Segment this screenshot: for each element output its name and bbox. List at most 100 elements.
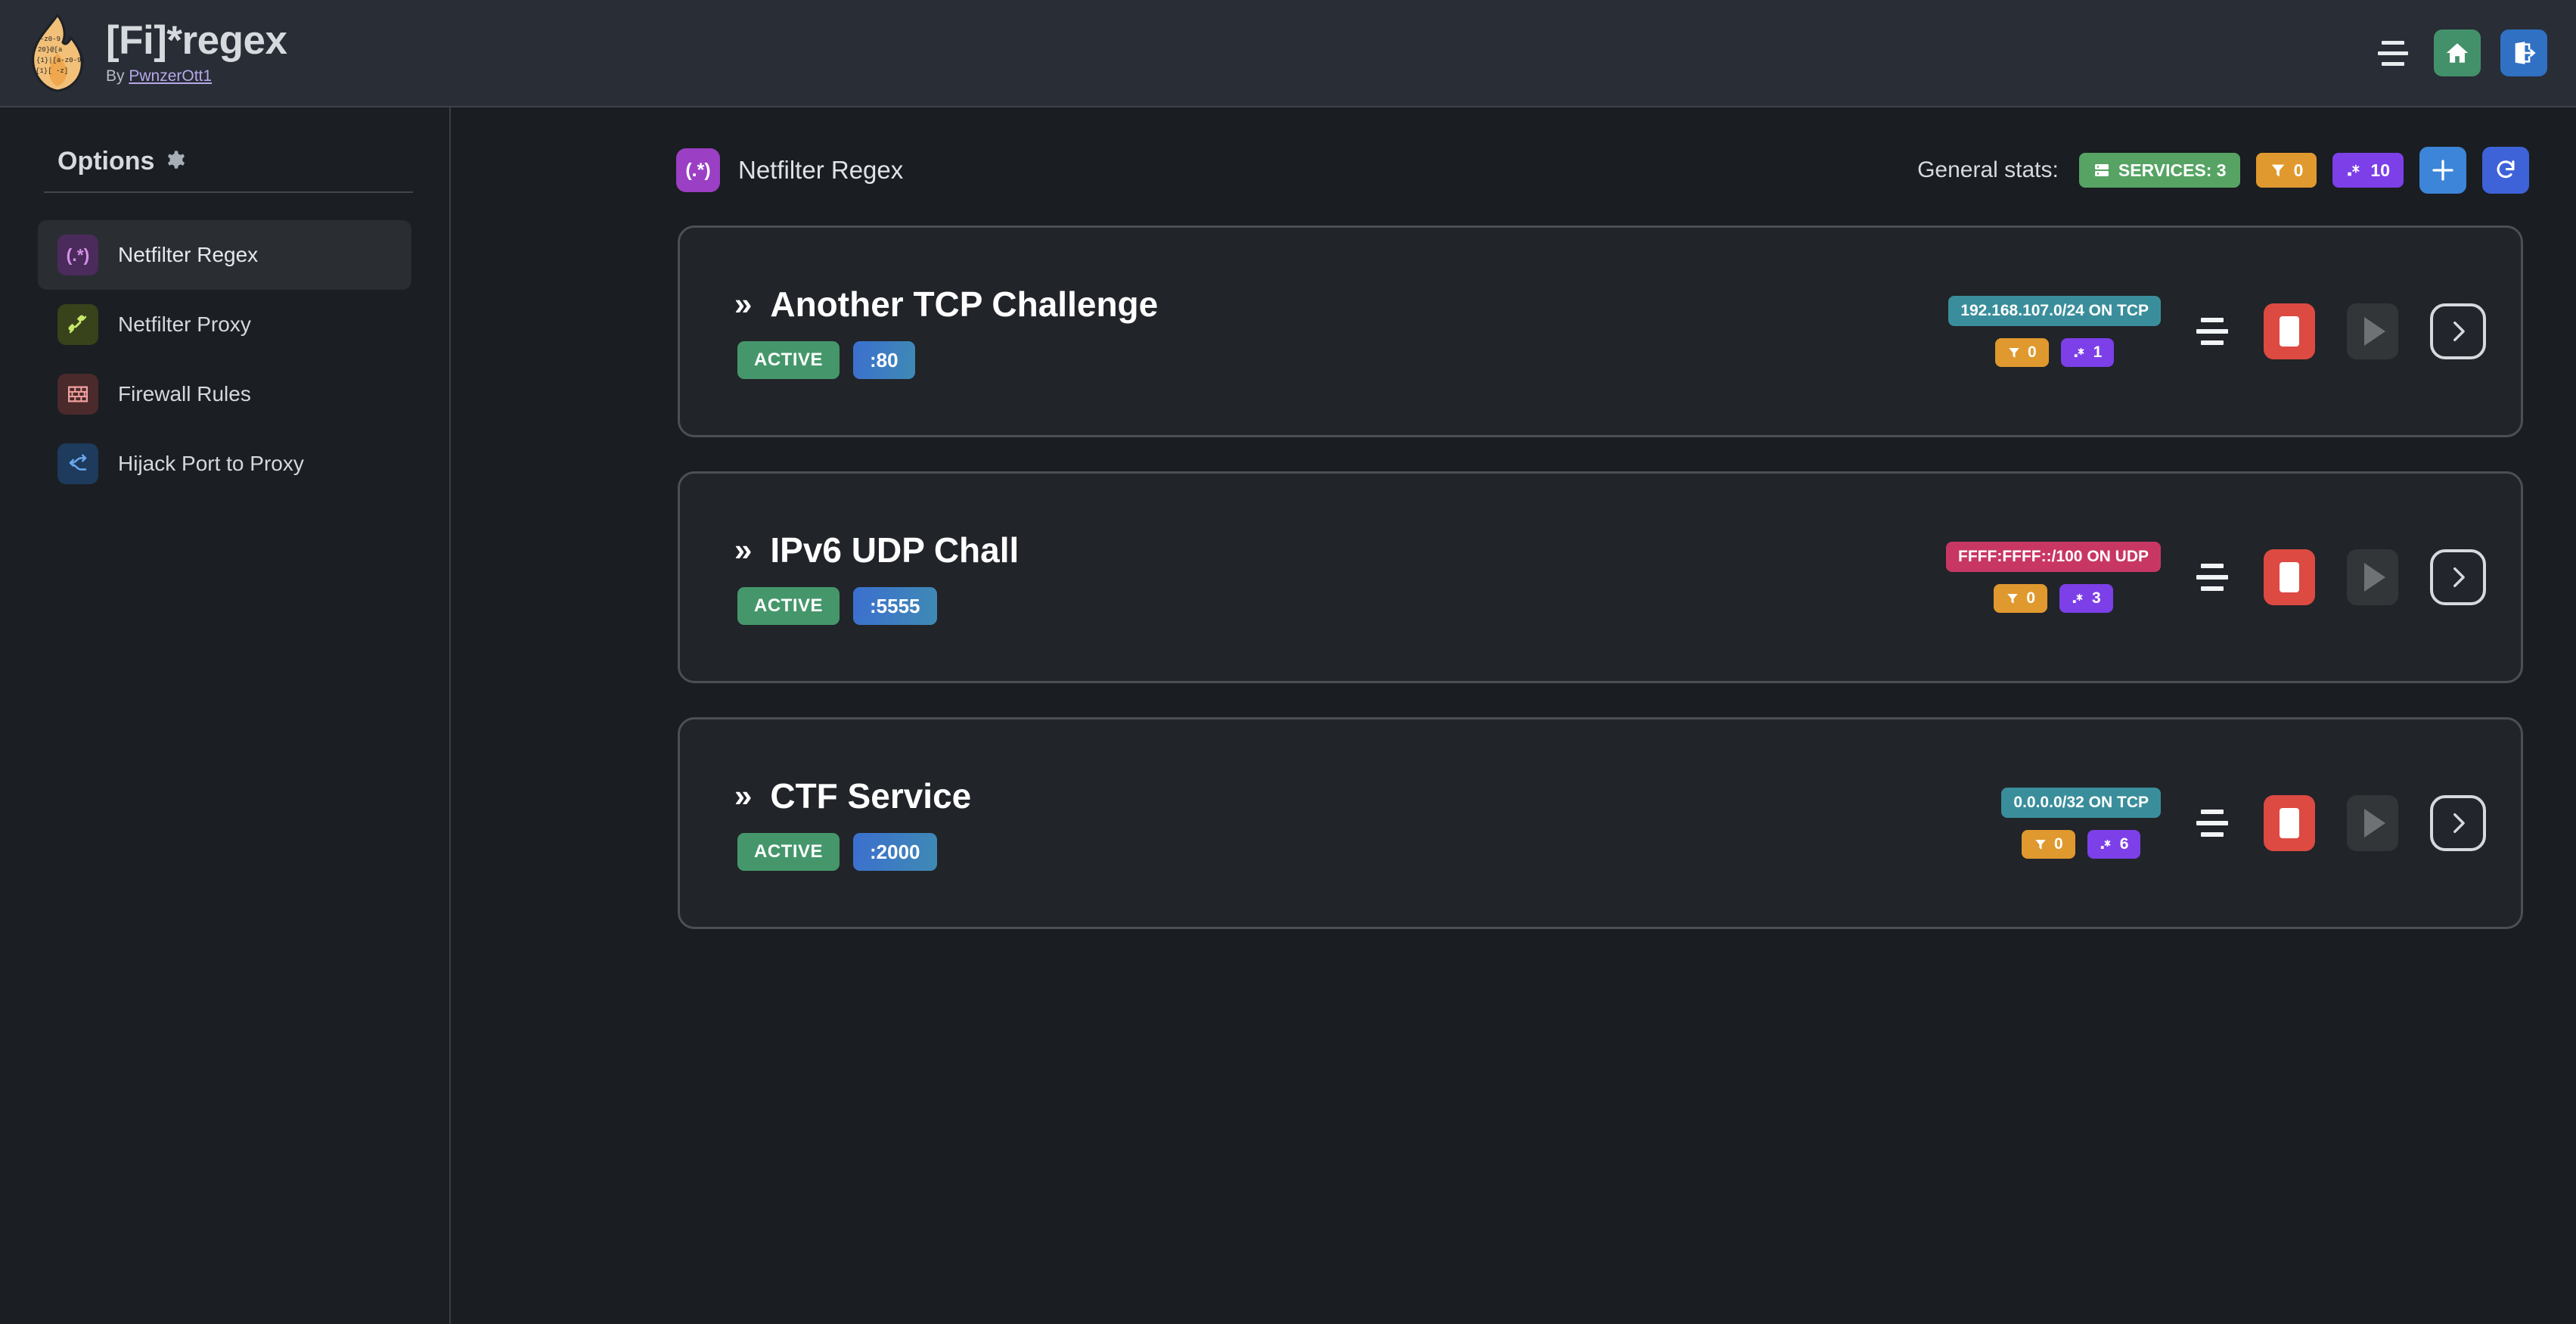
network-badge: 0.0.0.0/32 ON TCP: [2001, 788, 2161, 818]
home-button[interactable]: [2434, 30, 2481, 76]
regex-count-text: 1: [2093, 343, 2103, 361]
sidebar-item-label: Netfilter Proxy: [118, 312, 251, 336]
filters-count-badge: 0: [1994, 584, 2047, 613]
port-badge: :80: [853, 341, 915, 379]
author-link[interactable]: PwnzerOtt1: [129, 67, 213, 85]
filters-badge-text: 0: [2293, 160, 2304, 180]
chevron-right-icon: [2453, 567, 2465, 588]
service-controls: 0.0.0.0/32 ON TCP 0 6: [2001, 788, 2486, 859]
regex-count-badge: 6: [2087, 830, 2141, 859]
service-card[interactable]: » IPv6 UDP Chall ACTIVE :5555 FFFF:FFFF:…: [678, 471, 2523, 683]
svg-text:-z0-9: -z0-9: [40, 36, 61, 43]
services-badge-text: SERVICES: 3: [2118, 160, 2227, 180]
stop-icon: [2280, 316, 2299, 347]
filters-count-text: 0: [2026, 589, 2035, 607]
sidebar-item-netfilter-regex[interactable]: (.*) Netfilter Regex: [38, 220, 411, 290]
filters-badge: 0: [2255, 153, 2317, 188]
service-network-info: 192.168.107.0/24 ON TCP 0 1: [1948, 296, 2161, 367]
sidebar-nav: (.*) Netfilter Regex Netfilter Proxy: [21, 220, 428, 499]
play-icon: [2364, 317, 2385, 346]
filter-icon: [2009, 348, 2019, 358]
regex-dot-star-icon: [2100, 839, 2111, 849]
service-list: » Another TCP Challenge ACTIVE :80 192.1…: [452, 203, 2576, 929]
double-chevron-icon: »: [734, 286, 753, 322]
service-pills: ACTIVE :2000: [734, 833, 971, 871]
stop-button[interactable]: [2264, 549, 2315, 605]
chevron-right-icon: [2453, 321, 2465, 342]
regex-count-text: 3: [2092, 589, 2101, 607]
stop-icon: [2280, 562, 2299, 592]
list-icon[interactable]: [2193, 564, 2232, 591]
service-name: Another TCP Challenge: [770, 284, 1159, 324]
service-network-info: 0.0.0.0/32 ON TCP 0 6: [2001, 788, 2161, 859]
service-pills: ACTIVE :5555: [734, 587, 1019, 625]
service-controls: 192.168.107.0/24 ON TCP 0 1: [1948, 296, 2486, 367]
service-controls: FFFF:FFFF::/100 ON UDP 0 3: [1946, 542, 2486, 613]
play-button[interactable]: [2347, 795, 2398, 851]
service-info: » CTF Service ACTIVE :2000: [734, 775, 971, 871]
stop-icon: [2280, 808, 2299, 838]
page-title: [Fi]*regex: [106, 18, 287, 63]
filters-count-text: 0: [2054, 835, 2063, 853]
sidebar-item-label: Netfilter Regex: [118, 243, 259, 266]
play-icon: [2364, 809, 2385, 838]
status-badge: ACTIVE: [737, 833, 840, 871]
play-button[interactable]: [2347, 303, 2398, 359]
hamburger-menu-icon[interactable]: [2372, 32, 2414, 74]
sidebar-divider: [44, 191, 413, 193]
sidebar-item-firewall-rules[interactable]: Firewall Rules: [38, 359, 411, 429]
list-icon[interactable]: [2193, 810, 2232, 837]
play-button[interactable]: [2347, 549, 2398, 605]
add-service-button[interactable]: [2419, 147, 2466, 194]
brand: -z0-9 20}@[a {1}|[a-z0-9] {1}[ -z] [Fi]*…: [0, 14, 287, 92]
service-info: » Another TCP Challenge ACTIVE :80: [734, 284, 1158, 379]
gear-icon: [168, 151, 185, 169]
filters-count-text: 0: [2027, 343, 2037, 361]
double-chevron-icon: »: [734, 532, 753, 567]
port-badge: :2000: [853, 833, 937, 871]
service-title-row: » CTF Service: [734, 775, 971, 816]
service-pills: ACTIVE :80: [734, 341, 1158, 379]
service-card[interactable]: » Another TCP Challenge ACTIVE :80 192.1…: [678, 225, 2523, 437]
sidebar-item-label: Hijack Port to Proxy: [118, 452, 304, 475]
regex-count-text: 6: [2119, 835, 2129, 853]
stop-button[interactable]: [2264, 795, 2315, 851]
sidebar: Options (.*) Netfilter Regex Netfilter P…: [0, 107, 451, 1324]
open-service-button[interactable]: [2430, 795, 2486, 851]
svg-text:{1}|[a-z0-9]: {1}|[a-z0-9]: [36, 57, 85, 64]
content-title: Netfilter Regex: [738, 156, 904, 184]
regex-dot-star-icon: [2348, 164, 2360, 176]
logout-button[interactable]: [2500, 30, 2547, 76]
service-network-info: FFFF:FFFF::/100 ON UDP 0 3: [1946, 542, 2161, 613]
service-counts: 0 6: [2022, 830, 2141, 859]
sidebar-title: Options: [57, 147, 155, 176]
filter-icon: [2271, 164, 2284, 177]
service-card[interactable]: » CTF Service ACTIVE :2000 0.0.0.0/32 ON…: [678, 717, 2523, 929]
regex-badge-text: 10: [2370, 160, 2390, 180]
refresh-button[interactable]: [2482, 147, 2529, 194]
refresh-icon: [2497, 160, 2515, 179]
plug-icon: [57, 304, 98, 345]
svg-text:{1}[ -z]: {1}[ -z]: [36, 67, 68, 75]
service-name: CTF Service: [770, 776, 972, 816]
status-badge: ACTIVE: [737, 587, 840, 625]
list-icon[interactable]: [2193, 318, 2232, 345]
service-counts: 0 3: [1994, 584, 2113, 613]
services-badge: SERVICES: 3: [2078, 153, 2240, 188]
open-service-button[interactable]: [2430, 303, 2486, 359]
sidebar-item-hijack-port-to-proxy[interactable]: Hijack Port to Proxy: [38, 429, 411, 499]
stop-button[interactable]: [2264, 303, 2315, 359]
home-icon: [2446, 43, 2469, 63]
app-header: -z0-9 20}@[a {1}|[a-z0-9] {1}[ -z] [Fi]*…: [0, 0, 2576, 107]
header-actions: [2372, 30, 2576, 76]
sidebar-item-netfilter-proxy[interactable]: Netfilter Proxy: [38, 290, 411, 359]
filters-count-badge: 0: [2022, 830, 2075, 859]
network-badge: 192.168.107.0/24 ON TCP: [1948, 296, 2161, 326]
svg-text:20}@[a: 20}@[a: [38, 46, 63, 54]
service-name: IPv6 UDP Chall: [770, 530, 1020, 570]
regex-badge: 10: [2332, 153, 2404, 188]
sidebar-item-label: Firewall Rules: [118, 382, 251, 406]
open-service-button[interactable]: [2430, 549, 2486, 605]
filter-icon: [2035, 840, 2046, 850]
general-stats-label: General stats:: [1917, 157, 2059, 182]
